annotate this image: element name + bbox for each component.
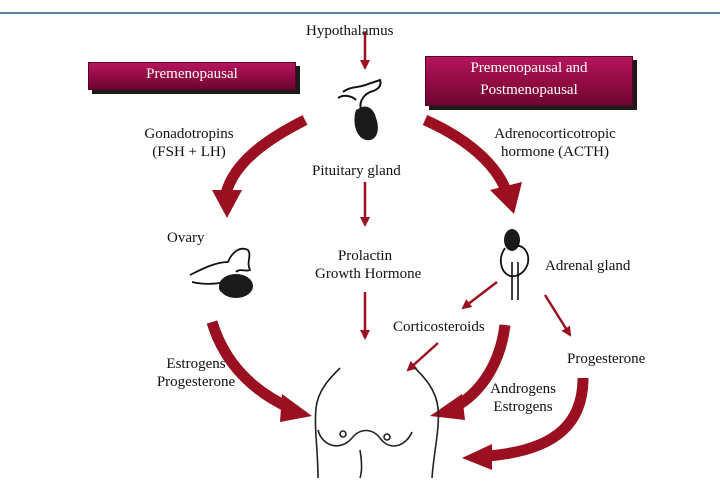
breast-illustration bbox=[314, 367, 440, 479]
pituitary-gland-illustration bbox=[337, 78, 382, 141]
ovary-illustration bbox=[189, 247, 253, 298]
progesterone-label: Progesterone bbox=[567, 351, 646, 367]
acth-line-2: hormone (ACTH) bbox=[501, 144, 609, 160]
gonadotropins-label: Gonadotropins (FSH + LH) bbox=[134, 125, 244, 161]
adrenal-gland-illustration bbox=[499, 229, 530, 300]
box-line-1: Premenopausal and bbox=[470, 60, 588, 76]
arrow-gonadotropins bbox=[212, 115, 308, 218]
prolactin-line-2: Growth Hormone bbox=[315, 266, 422, 282]
estrogens-line-2: Progesterone bbox=[156, 374, 236, 390]
hypothalamus-label: Hypothalamus bbox=[306, 23, 394, 39]
premenopausal-and-postmenopausal-box: Premenopausal and Postmenopausal bbox=[425, 56, 633, 106]
arrow-progesterone-to-breast bbox=[462, 377, 589, 470]
gonadotropins-line-1: Gonadotropins bbox=[144, 126, 234, 142]
premenopausal-box-text: Premenopausal bbox=[146, 66, 238, 82]
acth-line-1: Adrenocorticotropic bbox=[494, 126, 616, 142]
estrogens-progesterone-label: Estrogens Progesterone bbox=[140, 355, 252, 391]
arrow-adrenal-corticosteroids bbox=[461, 281, 498, 310]
adrenal-gland-label: Adrenal gland bbox=[545, 258, 631, 274]
gonadotropins-line-2: (FSH + LH) bbox=[152, 144, 226, 160]
acth-label: Adrenocorticotropic hormone (ACTH) bbox=[480, 125, 630, 161]
prolactin-line-1: Prolactin bbox=[337, 248, 393, 264]
pituitary-gland-label: Pituitary gland bbox=[312, 163, 401, 179]
corticosteroids-label: Corticosteroids bbox=[393, 319, 485, 335]
top-rule bbox=[0, 12, 720, 14]
estrogens-line-1: Estrogens bbox=[166, 356, 226, 372]
box-line-2: Postmenopausal bbox=[480, 82, 578, 98]
androgens-line-2: Estrogens bbox=[493, 399, 553, 415]
prolactin-label: Prolactin Growth Hormone bbox=[315, 247, 422, 283]
premenopausal-box: Premenopausal bbox=[88, 62, 296, 90]
androgens-line-1: Androgens bbox=[490, 381, 556, 397]
arrow-adrenal-progesterone bbox=[543, 294, 572, 337]
arrow-corticosteroids-to-breast bbox=[406, 342, 439, 372]
androgens-estrogens-label: Androgens Estrogens bbox=[478, 380, 568, 416]
ovary-label: Ovary bbox=[167, 230, 205, 246]
arrow-acth bbox=[422, 114, 522, 214]
arrow-ovary-to-breast bbox=[206, 320, 312, 422]
